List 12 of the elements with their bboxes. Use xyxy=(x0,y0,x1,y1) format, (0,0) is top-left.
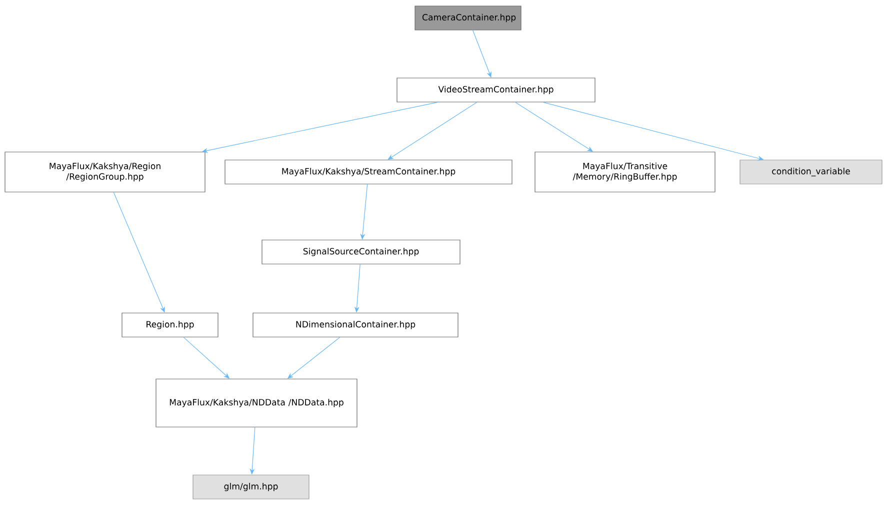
file-box: MayaFlux/Kakshya/StreamContainer.hpp xyxy=(224,160,512,184)
file-box: VideoStreamContainer.hpp xyxy=(396,78,596,102)
file-box: NDimensionalContainer.hpp xyxy=(252,312,458,338)
file-box: glm/glm.hpp xyxy=(192,474,310,500)
file-box: MayaFlux/Transitive /Memory/RingBuffer.hpp xyxy=(534,152,716,192)
file-box: SignalSourceContainer.hpp xyxy=(262,240,460,264)
file-box: Region.hpp xyxy=(122,312,218,338)
file-box: condition_variable xyxy=(740,160,882,184)
arrow xyxy=(388,102,478,160)
file-box: CameraContainer.hpp xyxy=(414,6,522,30)
file-box: MayaFlux/Kakshya/Region /RegionGroup.hpp xyxy=(4,152,206,192)
file-box: MayaFlux/Kakshya/NDData /NDData.hpp xyxy=(156,378,358,428)
